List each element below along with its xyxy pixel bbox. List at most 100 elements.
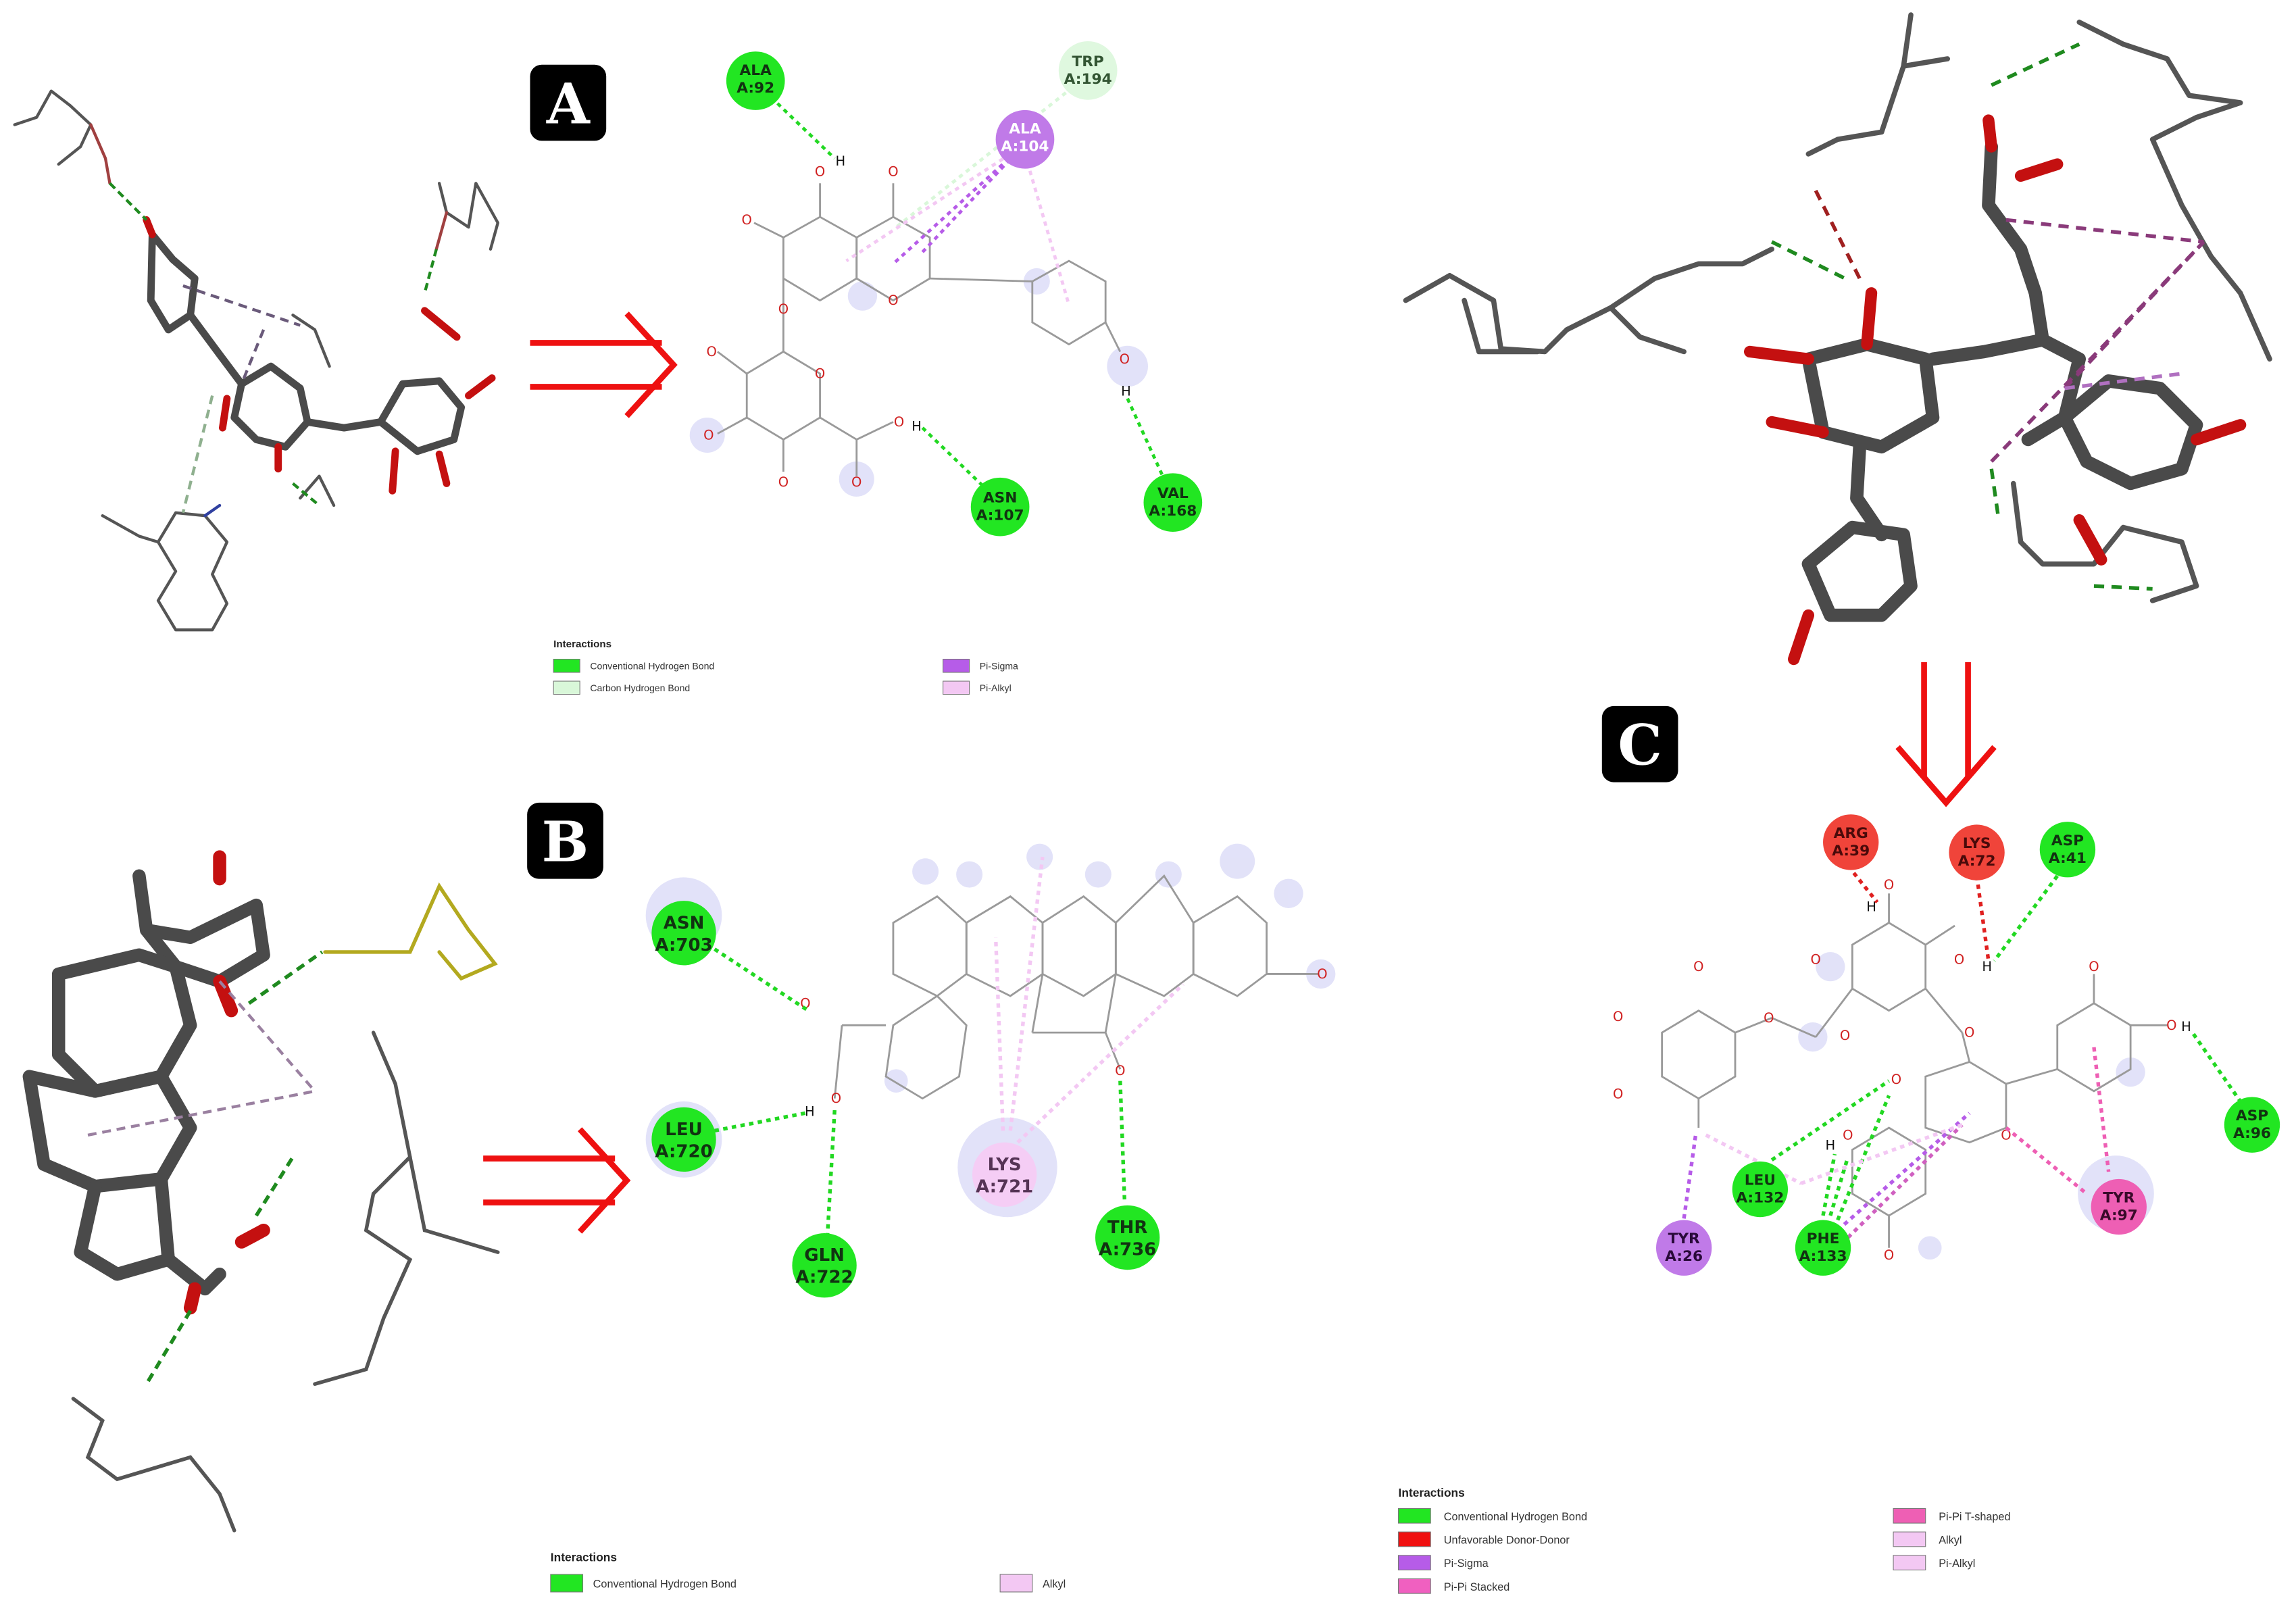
legend-swatch-pi-alkyl <box>1893 1555 1926 1571</box>
residue-id: A:736 <box>1099 1240 1156 1260</box>
panel-b-residue-thr736: THR A:736 <box>1095 1205 1160 1270</box>
panel-b-solvent-halo <box>1274 878 1303 908</box>
legend-label: Pi-Pi Stacked <box>1444 1581 1510 1593</box>
arrow-head <box>577 1127 631 1234</box>
legend-swatch-unfavorable <box>1398 1531 1431 1547</box>
panel-a-residue-fragment-2 <box>437 182 499 251</box>
residue-name: TYR <box>1668 1230 1700 1247</box>
panel-a-residue-fragment-4 <box>299 474 336 507</box>
panel-c-molecule-skeleton <box>1661 893 2168 1248</box>
panel-c-bond <box>2005 1068 2058 1085</box>
legend-swatch-pi-pi-t-shaped <box>1893 1508 1926 1524</box>
panel-b-ring-f <box>884 995 968 1100</box>
panel-b-solvent-halo <box>956 861 983 888</box>
panel-b-residue-chain-1 <box>313 1030 413 1386</box>
panel-c-oxygen-label: O <box>1884 877 1894 893</box>
panel-a-oxygen-label: O <box>703 427 714 443</box>
panel-c-residue-asp41: ASP A:41 <box>2039 822 2096 878</box>
panel-a-3d-hbond <box>423 249 438 294</box>
residue-name: VAL <box>1157 485 1189 502</box>
panel-b-hbond-asn703 <box>714 947 809 1012</box>
panel-a-atom-labels: O O O O O O O O O O O O <box>703 164 1130 489</box>
panel-a-residue-val168: VAL A:168 <box>1143 473 1203 532</box>
panel-a-hydrogen-label: H <box>912 418 922 434</box>
panel-c-unfavorable-lys72 <box>1974 875 1991 962</box>
panel-a-chromone-core <box>186 311 311 451</box>
panel-b-oxygen-bond <box>234 1223 270 1249</box>
panel-c-atom-labels: O O O O O O O O O O O O O O O <box>1613 877 2177 1263</box>
panel-a-3d-pi-contact <box>240 329 266 384</box>
panel-a-hydrogen-label: H <box>836 153 846 169</box>
panel-c-oxygen-label: O <box>1954 951 1964 967</box>
panel-b-bond <box>833 1025 843 1099</box>
panel-c-oxygen-bond <box>1766 416 1829 439</box>
legend-swatch-alkyl <box>999 1574 1033 1593</box>
panel-c-pisigma-phe133-1 <box>1836 1112 1971 1232</box>
panel-b-bond <box>1031 974 1044 1033</box>
panel-c-bond <box>1924 924 1955 946</box>
residue-name: TRP <box>1072 53 1103 70</box>
panel-b-solvent-halo <box>1155 861 1182 888</box>
panel-a-oxygen-label: O <box>815 164 825 179</box>
residue-id: A:92 <box>737 80 774 97</box>
panel-c-chromone-link <box>1926 333 2087 447</box>
panel-c-residue-chain-7 <box>2010 480 2199 603</box>
panel-c-hbond-leu132 <box>1770 1079 1891 1162</box>
legend-label: Conventional Hydrogen Bond <box>1444 1511 1587 1523</box>
residue-id: A:104 <box>1001 139 1049 155</box>
panel-b-alkyl-2 <box>1008 856 1045 1131</box>
residue-bubble <box>651 1107 716 1172</box>
panel-c-3d-hbond <box>2093 584 2153 591</box>
panel-c-residue-tyr97: TYR A:97 <box>2091 1178 2147 1235</box>
panel-a-glucuronide-ring <box>303 377 466 455</box>
panel-c-solvent-halo <box>2116 1057 2145 1087</box>
panel-a-3d-pi-contacts <box>181 284 301 514</box>
panel-c-linker <box>1850 440 1889 542</box>
legend-label: Pi-Pi T-shaped <box>1939 1511 2010 1523</box>
panel-c-legend: Interactions Conventional Hydrogen Bond … <box>1398 1486 2011 1594</box>
panel-a-label: A <box>530 64 607 141</box>
residue-name: LEU <box>665 1120 702 1140</box>
residue-name: ASP <box>2236 1107 2268 1124</box>
panel-a-bond <box>753 222 784 239</box>
panel-b-oxygen-label: O <box>1317 966 1327 982</box>
panel-a-bond <box>717 351 748 375</box>
residue-name: ALA <box>1009 121 1041 138</box>
panel-b-label-box <box>527 802 603 879</box>
panel-b-3d-oxygens <box>183 850 270 1315</box>
legend-label: Alkyl <box>1939 1534 1962 1546</box>
panel-b-oxygen-label: O <box>1115 1063 1125 1078</box>
legend-title: Interactions <box>1399 1486 1465 1499</box>
panel-c-pipi-tyr97-1 <box>2092 1047 2111 1172</box>
residue-id: A:26 <box>1665 1248 1703 1265</box>
panel-a-bond <box>1104 322 1122 353</box>
panel-a-molecule-skeleton <box>717 183 1122 476</box>
panel-a-ligand <box>147 230 466 455</box>
panel-c-hydrogen-label: H <box>1866 899 1876 914</box>
panel-b-3d-hbond <box>247 950 324 1005</box>
panel-a-pisigma-2 <box>921 145 1024 253</box>
panel-b-3d-hbond <box>254 1155 295 1217</box>
panel-a-residue-ala104: ALA A:104 <box>995 109 1055 169</box>
residue-id: A:39 <box>1832 843 1870 860</box>
panel-a-oxygen-label: O <box>888 164 898 179</box>
panel-a-bond <box>856 421 894 441</box>
panel-c-alkyl-2 <box>1800 1123 1963 1185</box>
residue-name: TYR <box>2103 1190 2135 1207</box>
panel-a-oxygen-label: O <box>1120 351 1130 367</box>
residue-name: LYS <box>1963 835 1991 852</box>
panel-c-3d-residues <box>1403 12 2272 603</box>
panel-a-bond <box>930 277 1032 282</box>
residue-id: A:96 <box>2233 1125 2271 1142</box>
panel-c-oxygen-bond <box>1861 287 1878 351</box>
residue-bubble <box>2039 822 2096 878</box>
legend-title: Interactions <box>551 1550 617 1564</box>
panel-a-oxygen-label: O <box>851 474 862 490</box>
arrow-head <box>624 312 678 418</box>
legend-label: Conventional Hydrogen Bond <box>590 661 714 672</box>
legend-swatch-pi-sigma <box>943 658 970 673</box>
panel-b-solvent-halo <box>884 1069 908 1093</box>
residue-bubble <box>1143 473 1203 532</box>
panel-c-oxygen-bond <box>1982 114 1997 153</box>
panel-b-3d-hbonds <box>145 950 324 1385</box>
